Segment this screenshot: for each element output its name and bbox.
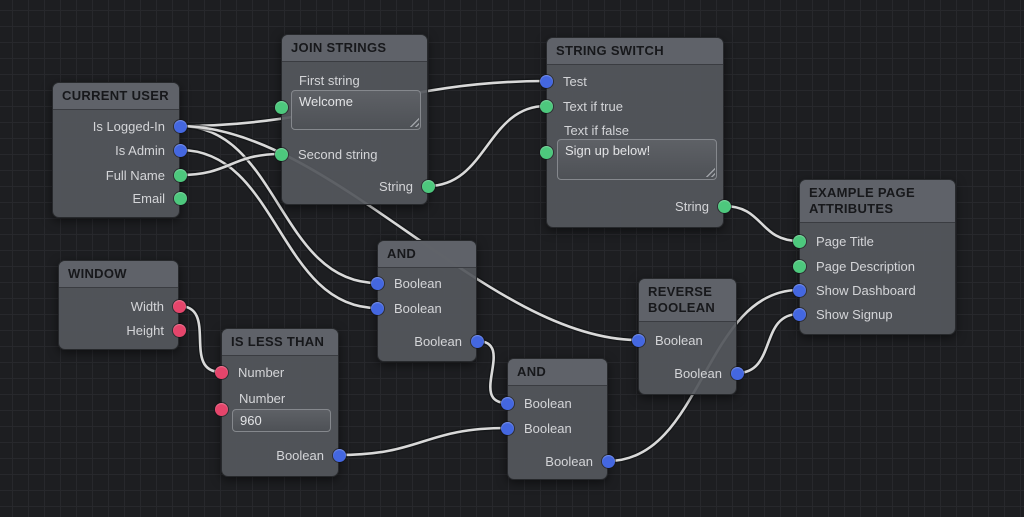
- port-current-user-out-email[interactable]: [173, 191, 187, 205]
- output-label-string: String: [675, 199, 709, 214]
- wire-is-less-than-out-boolean--and-2-in-boolean-2[interactable]: [337, 426, 509, 457]
- wire-current-user-out-is-admin--and-1-in-boolean-2[interactable]: [178, 148, 379, 310]
- port-string-switch-in-test[interactable]: [539, 74, 553, 88]
- port-and-1-in-boolean-2[interactable]: [370, 301, 384, 315]
- node-and-2-title[interactable]: AND: [508, 359, 607, 386]
- wire-current-user-out-is-logged-in--reverse-boolean-in-boolean[interactable]: [178, 124, 640, 342]
- wire-window-out-width--is-less-than-in-number-1[interactable]: [177, 304, 223, 374]
- input-label-boolean-1: Boolean: [394, 276, 442, 291]
- text-if-false-textarea[interactable]: Sign up below!: [557, 139, 717, 180]
- port-join-strings-in-first-string[interactable]: [274, 100, 288, 114]
- port-window-out-height[interactable]: [172, 323, 186, 337]
- output-label-email: Email: [132, 191, 165, 206]
- node-join-strings-title[interactable]: JOIN STRINGS: [282, 35, 427, 62]
- input-label-boolean-1: Boolean: [524, 396, 572, 411]
- port-page-attributes-in-page-title[interactable]: [792, 234, 806, 248]
- resize-grip-icon[interactable]: [408, 116, 419, 127]
- node-window-title[interactable]: WINDOW: [59, 261, 178, 288]
- output-label-is-logged-in: Is Logged-In: [92, 119, 165, 134]
- port-is-less-than-out-boolean[interactable]: [332, 448, 346, 462]
- port-and-2-in-boolean-1[interactable]: [500, 396, 514, 410]
- port-is-less-than-in-number-2[interactable]: [214, 402, 228, 416]
- port-page-attributes-in-page-description[interactable]: [792, 259, 806, 273]
- port-page-attributes-in-show-dashboard[interactable]: [792, 283, 806, 297]
- node-join-strings[interactable]: JOIN STRINGS First string Welcome Second…: [281, 34, 428, 205]
- output-label-boolean: Boolean: [276, 448, 324, 463]
- port-string-switch-out-string[interactable]: [717, 199, 731, 213]
- output-label-is-admin: Is Admin: [115, 143, 165, 158]
- node-example-page-attributes-title[interactable]: EXAMPLE PAGE ATTRIBUTES: [800, 180, 955, 223]
- input-label-text-if-true: Text if true: [563, 99, 623, 114]
- port-current-user-out-is-logged-in[interactable]: [173, 119, 187, 133]
- port-is-less-than-in-number-1[interactable]: [214, 365, 228, 379]
- port-page-attributes-in-show-signup[interactable]: [792, 307, 806, 321]
- node-is-less-than-title[interactable]: IS LESS THAN: [222, 329, 338, 356]
- node-and-1-title[interactable]: AND: [378, 241, 476, 268]
- resize-grip-icon[interactable]: [704, 166, 715, 177]
- node-is-less-than[interactable]: IS LESS THAN Number Number Boolean: [221, 328, 339, 477]
- first-string-textarea[interactable]: Welcome: [291, 90, 421, 130]
- input-label-page-description: Page Description: [816, 259, 915, 274]
- output-label-width: Width: [130, 299, 164, 314]
- output-label-boolean: Boolean: [414, 334, 462, 349]
- node-reverse-boolean[interactable]: REVERSE BOOLEAN Boolean Boolean: [638, 278, 737, 395]
- input-label-second-string: Second string: [298, 147, 378, 162]
- input-label-number-2: Number: [239, 391, 286, 406]
- node-current-user-title[interactable]: CURRENT USER: [53, 83, 179, 110]
- wire-and-1-out-boolean--and-2-in-boolean-1[interactable]: [475, 339, 509, 405]
- port-current-user-out-full-name[interactable]: [173, 168, 187, 182]
- port-join-strings-in-second-string[interactable]: [274, 147, 288, 161]
- port-and-1-in-boolean-1[interactable]: [370, 276, 384, 290]
- input-label-boolean: Boolean: [655, 333, 703, 348]
- wire-current-user-out-is-logged-in--and-1-in-boolean-1[interactable]: [178, 124, 379, 285]
- node-reverse-boolean-title[interactable]: REVERSE BOOLEAN: [639, 279, 736, 322]
- node-and-1[interactable]: AND Boolean Boolean Boolean: [377, 240, 477, 362]
- input-label-text-if-false: Text if false: [564, 123, 630, 138]
- input-label-show-dashboard: Show Dashboard: [816, 283, 916, 298]
- number-input[interactable]: [232, 409, 331, 432]
- wire-string-switch-out-string--page-attributes-in-page-title[interactable]: [722, 204, 801, 243]
- input-label-page-title: Page Title: [816, 234, 874, 249]
- port-reverse-boolean-in-boolean[interactable]: [631, 333, 645, 347]
- output-label-height: Height: [126, 323, 164, 338]
- input-label-number-1: Number: [238, 365, 285, 380]
- input-label-show-signup: Show Signup: [816, 307, 893, 322]
- node-example-page-attributes[interactable]: EXAMPLE PAGE ATTRIBUTES Page Title Page …: [799, 179, 956, 335]
- port-and-1-out-boolean[interactable]: [470, 334, 484, 348]
- port-string-switch-in-text-if-true[interactable]: [539, 99, 553, 113]
- port-window-out-width[interactable]: [172, 299, 186, 313]
- node-current-user[interactable]: CURRENT USER Is Logged-In Is Admin Full …: [52, 82, 180, 218]
- port-and-2-in-boolean-2[interactable]: [500, 421, 514, 435]
- wire-join-strings-out-string--string-switch-in-text-if-true[interactable]: [426, 104, 548, 188]
- wire-reverse-boolean-out-boolean--page-attributes-in-show-signup[interactable]: [735, 312, 801, 375]
- node-window[interactable]: WINDOW Width Height: [58, 260, 179, 350]
- port-join-strings-out-string[interactable]: [421, 179, 435, 193]
- input-label-test: Test: [563, 74, 587, 89]
- output-label-full-name: Full Name: [105, 168, 165, 183]
- input-label-boolean-2: Boolean: [524, 421, 572, 436]
- output-label-boolean: Boolean: [545, 454, 593, 469]
- node-and-2[interactable]: AND Boolean Boolean Boolean: [507, 358, 608, 480]
- port-string-switch-in-text-if-false[interactable]: [539, 145, 553, 159]
- port-current-user-out-is-admin[interactable]: [173, 143, 187, 157]
- node-string-switch-title[interactable]: STRING SWITCH: [547, 38, 723, 65]
- wire-current-user-out-full-name--join-strings-in-second-string[interactable]: [178, 152, 283, 177]
- node-string-switch[interactable]: STRING SWITCH Test Text if true Text if …: [546, 37, 724, 228]
- output-label-string: String: [379, 179, 413, 194]
- port-and-2-out-boolean[interactable]: [601, 454, 615, 468]
- input-label-first-string: First string: [299, 73, 360, 88]
- input-label-boolean-2: Boolean: [394, 301, 442, 316]
- output-label-boolean: Boolean: [674, 366, 722, 381]
- port-reverse-boolean-out-boolean[interactable]: [730, 366, 744, 380]
